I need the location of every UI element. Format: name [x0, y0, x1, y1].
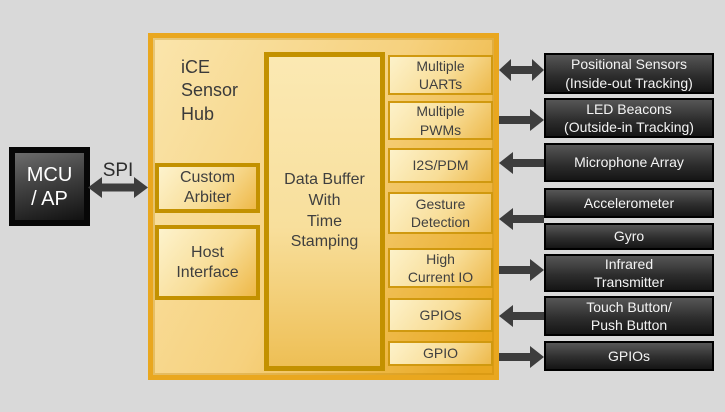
device-label: GPIOs [607, 347, 650, 364]
port-label: GPIO [422, 345, 458, 362]
right-arrow-icon [499, 109, 544, 131]
right-arrow-icon [499, 346, 544, 368]
device-label: Gyro [613, 228, 645, 245]
device-gpios: GPIOs [544, 341, 714, 371]
data-buffer-block: Data Buffer With Time Stamping [264, 52, 385, 371]
device-label: Accelerometer [583, 194, 675, 211]
port-high-current-io: High Current IO [388, 248, 493, 288]
host-interface-block: Host Interface [155, 225, 260, 300]
device-accelerometer: Accelerometer [544, 188, 714, 218]
connection-gpio-gpios [499, 346, 544, 368]
port-gpios: GPIOs [388, 298, 493, 332]
port-label: High Current IO [407, 250, 474, 285]
port-label: Multiple PWMs [416, 103, 465, 138]
mcu-ap-block: MCU / AP [9, 147, 90, 226]
device-label: Microphone Array [574, 154, 684, 171]
port-label: GPIOs [419, 306, 462, 323]
mcu-ap-label: MCU / AP [26, 163, 73, 210]
right-arrow-icon [499, 259, 544, 281]
port-label: Gesture Detection [410, 195, 471, 230]
device-label: Infrared Transmitter [593, 255, 665, 290]
port-multiple-pwms: Multiple PWMs [388, 101, 493, 140]
left-arrow-icon [499, 305, 544, 327]
custom-arbiter-label: Custom Arbiter [179, 169, 236, 206]
port-label: I2S/PDM [412, 157, 469, 174]
left-arrow-icon [499, 208, 544, 230]
bidirectional-arrow-icon [88, 177, 148, 198]
connection-high-current-io-infrared [499, 259, 544, 281]
device-label: Touch Button/ Push Button [586, 298, 672, 333]
ice-sensor-hub-title: iCE Sensor Hub [181, 57, 239, 124]
spi-bus-label: SPI [102, 160, 134, 181]
connection-motion-sensors-gesture-detection [499, 208, 544, 230]
port-gpio: GPIO [388, 341, 493, 366]
device-infrared-transmitter: Infrared Transmitter [544, 254, 714, 292]
connection-pwms-led-beacons [499, 109, 544, 131]
device-label: Positional Sensors (Inside-out Tracking) [565, 56, 693, 91]
port-multiple-uarts: Multiple UARTs [388, 55, 493, 95]
device-led-beacons: LED Beacons (Outside-in Tracking) [544, 98, 714, 138]
device-microphone-array: Microphone Array [544, 143, 714, 182]
device-positional-sensors: Positional Sensors (Inside-out Tracking) [544, 53, 714, 94]
device-label: LED Beacons (Outside-in Tracking) [564, 100, 694, 135]
connection-touch-button-gpios [499, 305, 544, 327]
custom-arbiter-block: Custom Arbiter [155, 163, 260, 213]
port-gesture-detection: Gesture Detection [388, 192, 493, 234]
left-arrow-icon [499, 152, 544, 174]
device-gyro: Gyro [544, 223, 714, 250]
port-label: Multiple UARTs [416, 57, 465, 92]
host-interface-label: Host Interface [176, 243, 239, 281]
port-i2s-pdm: I2S/PDM [388, 148, 493, 183]
data-buffer-label: Data Buffer With Time Stamping [284, 170, 365, 251]
spi-connection [88, 177, 148, 198]
bidirectional-arrow-icon [499, 59, 544, 81]
connection-microphone-i2s-pdm [499, 152, 544, 174]
device-touch-push-button: Touch Button/ Push Button [544, 296, 714, 336]
connection-uarts-positional-sensors [499, 59, 544, 81]
